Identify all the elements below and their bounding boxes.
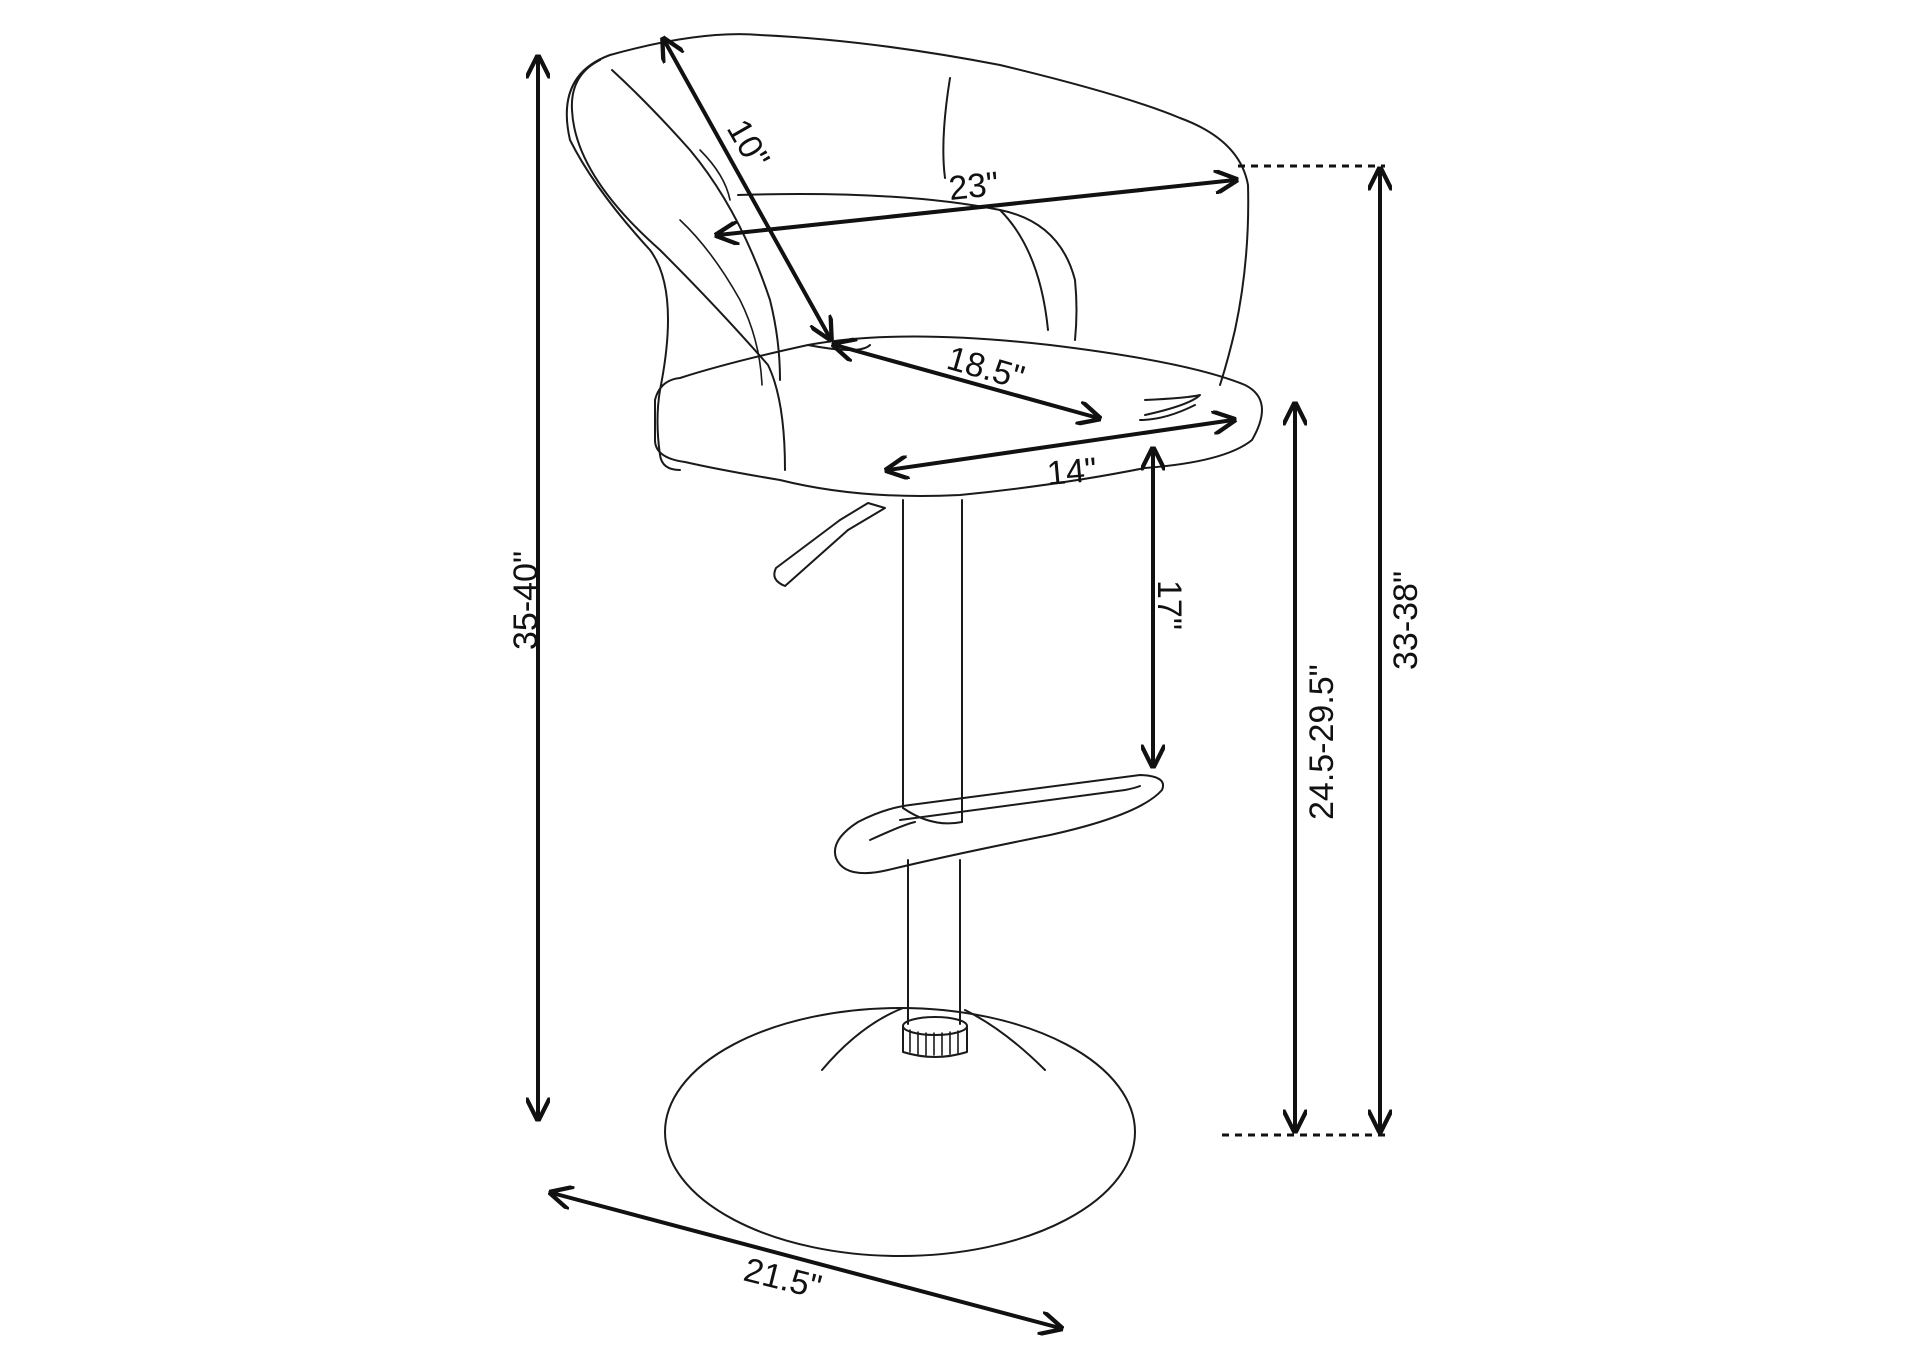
- backrest-shell: [565, 33, 1250, 391]
- dim-back-height-line: [664, 40, 830, 338]
- arm-panel: [942, 77, 951, 179]
- label-overall-height: 35-40": [507, 551, 545, 650]
- gas-column-upper: [902, 499, 963, 823]
- label-back-height: 10": [719, 113, 777, 175]
- gas-column-lower: [907, 859, 961, 1025]
- label-seat-height: 24.5-29.5": [1303, 664, 1341, 820]
- label-base-diameter: 21.5": [740, 1251, 825, 1307]
- seat: [654, 335, 1263, 497]
- label-seat-to-footrest: 17": [1150, 580, 1188, 630]
- dim-seat-width-line: [888, 420, 1233, 470]
- footrest-ring: [834, 774, 1164, 874]
- base-dome: [821, 1007, 904, 1071]
- label-overall-width: 23": [947, 165, 1001, 208]
- dim-overall-width-line: [718, 180, 1235, 235]
- base-disc: [664, 1007, 1136, 1257]
- label-seat-width: 14": [1045, 451, 1098, 493]
- height-adjust-collar: [902, 1016, 968, 1058]
- dim-base-diameter-line: [552, 1193, 1060, 1328]
- label-arm-height: 33-38": [1387, 571, 1425, 670]
- stool-outline: [565, 33, 1263, 1257]
- dim-seat-depth-line: [835, 345, 1098, 418]
- dimension-lines: [538, 40, 1385, 1328]
- dimension-labels: 10" 23" 18.5" 14" 17" 35-40" 24.5-29.5" …: [507, 113, 1425, 1307]
- gas-lever: [773, 502, 886, 587]
